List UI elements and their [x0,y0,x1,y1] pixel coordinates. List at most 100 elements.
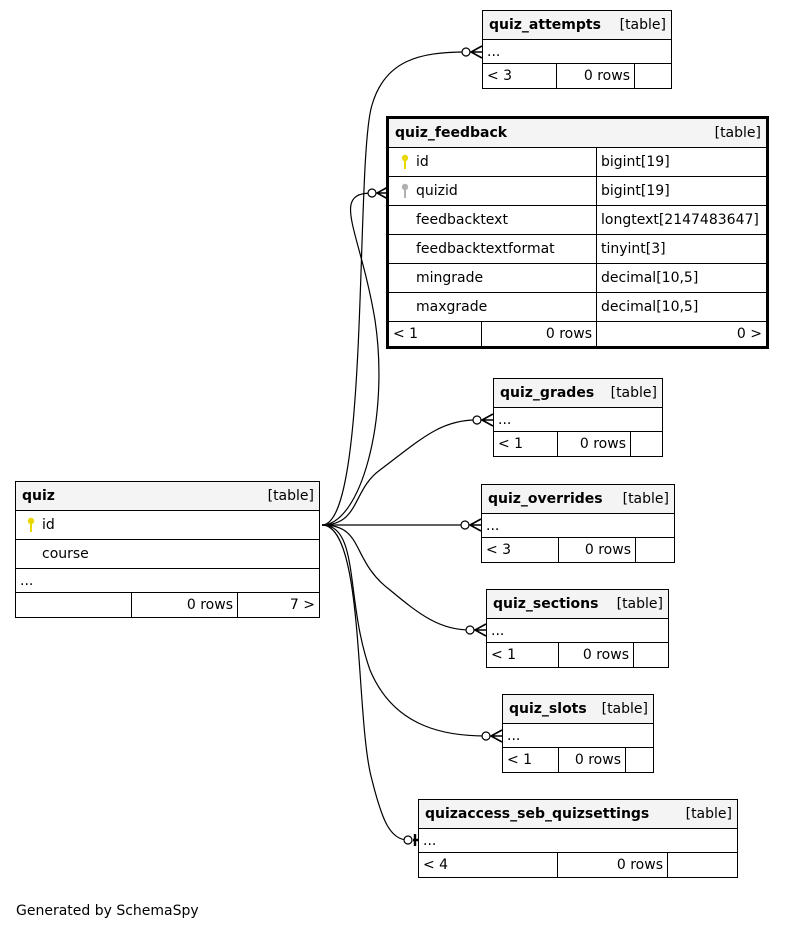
column-type: longtext[2147483647] [596,206,766,234]
parents-count: < 3 [487,68,513,84]
table-quiz-feedback[interactable]: quiz_feedback [table] id bigint[19] quiz… [386,116,769,349]
column-name: feedbacktextformat [416,241,555,257]
table-name: quiz_sections [493,596,599,612]
table-kind: [table] [601,701,648,717]
table-name: quiz_feedback [395,125,508,141]
table-header: quiz_attempts [table] [483,11,671,40]
children-count [635,538,674,562]
columns-ellipsis: ... [482,514,674,538]
column-type: bigint[19] [596,148,766,176]
parents-count: < 3 [486,542,512,558]
columns-ellipsis: ... [487,619,668,643]
primary-key-icon [20,517,42,533]
parents-count [16,593,131,617]
edge-quiz-sections [321,524,471,631]
column-name: maxgrade [416,299,488,315]
parents-count: < 1 [393,326,419,342]
column-name: mingrade [416,270,484,286]
row-count: 0 rows [556,64,634,88]
table-header: quiz_sections [table] [487,590,668,619]
columns-ellipsis: ... [503,724,653,748]
children-count [630,432,662,456]
columns-ellipsis: ... [419,829,737,853]
table-name: quiz_slots [509,701,587,717]
column-row[interactable]: maxgrade decimal[10,5] [389,293,766,322]
table-footer: < 4 0 rows [419,853,737,877]
table-kind: [table] [685,806,732,822]
edge-quiz-attempts [321,51,467,526]
row-count: 0 rows [558,748,625,772]
table-name: quiz_overrides [488,491,603,507]
columns-ellipsis: ... [483,40,671,64]
row-count: 0 rows [557,432,630,456]
table-header: quizaccess_seb_quizsettings [table] [419,800,737,829]
column-type: bigint[19] [596,177,766,205]
column-name: quizid [416,183,458,199]
column-row[interactable]: id bigint[19] [389,148,766,177]
table-header: quiz [table] [16,482,319,511]
column-name: course [42,546,89,562]
table-header: quiz_overrides [table] [482,485,674,514]
table-quiz-sections[interactable]: quiz_sections [table] ... < 1 0 rows [486,589,669,668]
children-count: 7 > [237,593,319,617]
table-kind: [table] [714,125,761,141]
table-footer: < 1 0 rows 0 > [389,322,766,346]
children-count [633,643,668,667]
row-count: 0 rows [131,593,237,617]
table-kind: [table] [619,17,666,33]
column-row[interactable]: quizid bigint[19] [389,177,766,206]
table-header: quiz_grades [table] [494,379,662,408]
children-count: 0 > [596,322,766,346]
table-footer: < 3 0 rows [482,538,674,562]
table-quiz-attempts[interactable]: quiz_attempts [table] ... < 3 0 rows [482,10,672,89]
table-footer: < 3 0 rows [483,64,671,88]
table-quizaccess-seb-quizsettings[interactable]: quizaccess_seb_quizsettings [table] ... … [418,799,738,878]
children-count [625,748,653,772]
table-quiz-overrides[interactable]: quiz_overrides [table] ... < 3 0 rows [481,484,675,563]
primary-key-icon [394,154,416,170]
row-count: 0 rows [481,322,596,346]
children-count [634,64,671,88]
parents-count: < 4 [423,857,449,873]
generator-credit: Generated by SchemaSpy [16,903,199,919]
table-name: quiz_grades [500,385,595,401]
children-count [667,853,737,877]
table-footer: 0 rows 7 > [16,593,319,617]
foreign-key-icon [394,183,416,199]
row-count: 0 rows [557,853,667,877]
table-quiz[interactable]: quiz [table] id course ... 0 rows 7 > [15,481,320,618]
column-row[interactable]: feedbacktext longtext[2147483647] [389,206,766,235]
table-quiz-grades[interactable]: quiz_grades [table] ... < 1 0 rows [493,378,663,457]
table-name: quiz_attempts [489,17,601,33]
table-kind: [table] [616,596,663,612]
edge-quiz-feedback [321,192,380,526]
parents-count: < 1 [498,436,524,452]
row-count: 0 rows [558,538,635,562]
edge-quiz-seb [321,524,409,841]
column-type: tinyint[3] [596,235,766,263]
columns-ellipsis: ... [494,408,662,432]
column-name: feedbacktext [416,212,508,228]
column-type: decimal[10,5] [596,293,766,321]
table-footer: < 1 0 rows [494,432,662,456]
parents-count: < 1 [507,752,533,768]
column-name: id [416,154,429,170]
table-name: quizaccess_seb_quizsettings [425,806,650,822]
table-name: quiz [22,488,55,504]
column-name: id [42,517,55,533]
column-row[interactable]: id [16,511,319,540]
table-quiz-slots[interactable]: quiz_slots [table] ... < 1 0 rows [502,694,654,773]
column-type: decimal[10,5] [596,264,766,292]
table-kind: [table] [622,491,669,507]
table-header: quiz_slots [table] [503,695,653,724]
table-header: quiz_feedback [table] [389,119,766,148]
table-footer: < 1 0 rows [487,643,668,667]
column-row[interactable]: mingrade decimal[10,5] [389,264,766,293]
parents-count: < 1 [491,647,517,663]
column-row[interactable]: course [16,540,319,569]
edge-quiz-grades [321,419,477,526]
table-kind: [table] [267,488,314,504]
columns-ellipsis: ... [16,569,319,593]
column-row[interactable]: feedbacktextformat tinyint[3] [389,235,766,264]
